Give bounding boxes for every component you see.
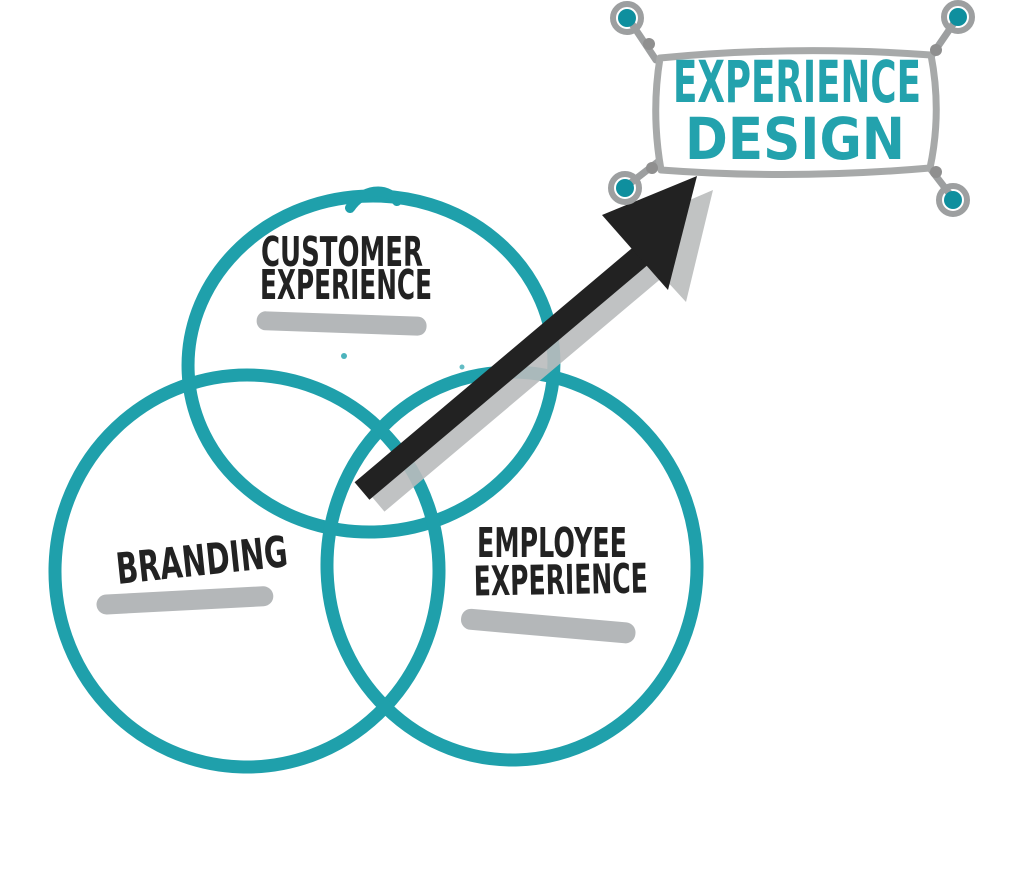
label-branding-line1: BRANDING <box>114 527 290 595</box>
sign-title-line1: EXPERIENCE <box>673 48 921 116</box>
venn-circle-branding <box>48 368 446 774</box>
sign-board <box>652 47 940 179</box>
pin-joint-bottom-left <box>646 162 658 174</box>
underline-employee-experience <box>461 608 636 644</box>
pin-top-left <box>610 1 644 35</box>
circle-pigtail-stroke <box>345 186 402 213</box>
label-branding: BRANDING <box>96 527 290 615</box>
pin-joint-bottom-right <box>930 166 942 178</box>
sign-board-group: EXPERIENCE DESIGN <box>608 0 975 217</box>
pin-top-right <box>941 0 975 34</box>
pin-joint-top-left <box>643 38 655 50</box>
pin-joint-top-right <box>930 44 942 56</box>
arrow-head <box>602 176 697 290</box>
arrow-shaft-shadow <box>371 255 671 512</box>
label-employee-line2: EXPERIENCE <box>473 554 648 605</box>
label-customer-experience: CUSTOMER EXPERIENCE <box>256 228 432 336</box>
underline-branding <box>96 586 274 615</box>
pin-bottom-left <box>608 171 642 205</box>
label-employee-line1: EMPLOYEE <box>477 519 627 567</box>
label-employee-experience: EMPLOYEE EXPERIENCE <box>461 519 648 644</box>
marker-speck <box>341 353 347 359</box>
marker-speck <box>459 364 465 370</box>
label-customer-line1: CUSTOMER <box>261 228 423 276</box>
arrow-shaft <box>354 239 658 500</box>
pin-bottom-right <box>936 183 970 217</box>
sign-title-line2: DESIGN <box>685 105 905 173</box>
underline-customer-experience <box>256 311 427 336</box>
label-customer-line2: EXPERIENCE <box>260 261 432 309</box>
arrow <box>354 176 713 512</box>
